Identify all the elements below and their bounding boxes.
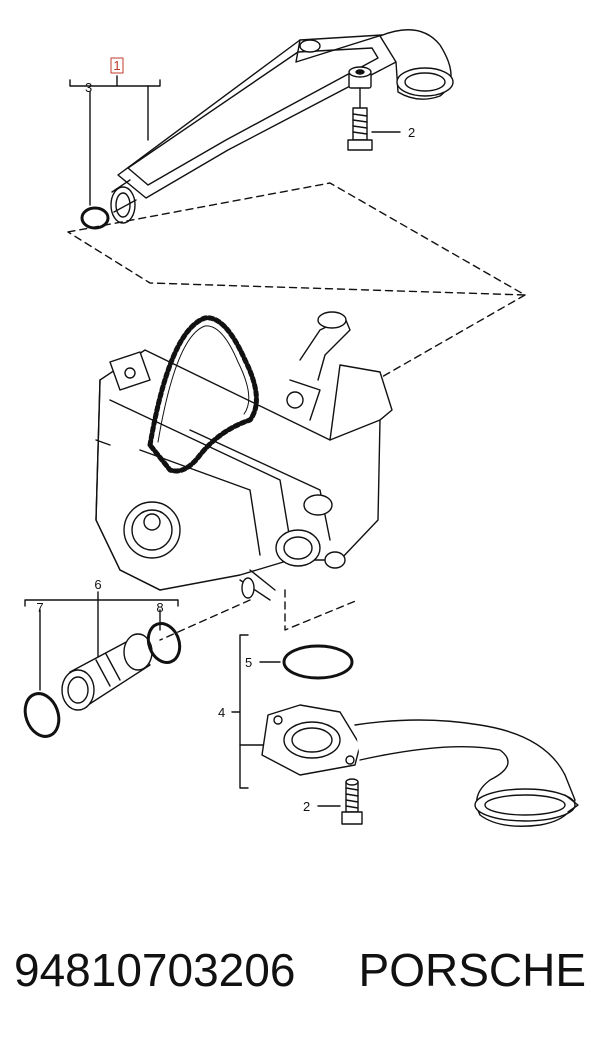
group-1-bracket [69, 79, 161, 87]
callout-4: 4 [218, 705, 225, 720]
callout-2-upper: 2 [408, 125, 415, 140]
assembly-guide-lower [284, 589, 359, 631]
o-ring-8 [146, 622, 182, 664]
bolt-upper [347, 66, 373, 151]
selected-part-highlight [110, 57, 124, 74]
callout-2-lower: 2 [303, 799, 310, 814]
connector-tube [61, 633, 153, 711]
exploded-parts-diagram: 1 2 3 4 5 6 7 8 2 [23, 29, 579, 827]
part-number: 94810703206 [14, 944, 296, 996]
oil-pump-housing [95, 311, 393, 601]
footer-caption: 94810703206 PORSCHE [0, 930, 600, 1010]
bolt-lower [341, 778, 363, 825]
callout-7: 7 [36, 600, 43, 615]
group-6-bracket [24, 599, 179, 607]
brand-name: PORSCHE [358, 944, 586, 996]
lower-suction-pipe [261, 704, 579, 827]
upper-oil-pipe [110, 29, 454, 224]
o-ring-5 [282, 644, 354, 680]
o-ring-3 [80, 206, 110, 230]
callout-1: 1 [113, 58, 120, 73]
o-ring-7 [23, 692, 61, 738]
callout-8: 8 [156, 600, 163, 615]
callout-6: 6 [94, 577, 101, 592]
callout-3: 3 [85, 80, 92, 95]
callout-5: 5 [245, 655, 252, 670]
